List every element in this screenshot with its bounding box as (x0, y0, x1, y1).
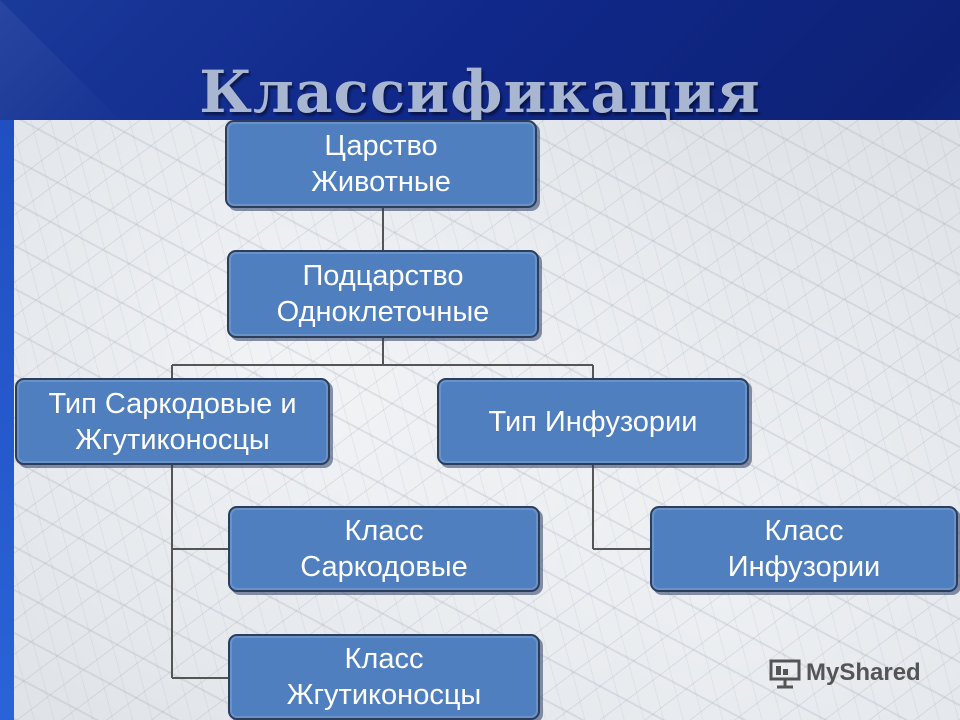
myshared-watermark: MyShared (768, 656, 921, 690)
node-phylum-ciliates: Тип Инфузории (437, 378, 749, 465)
node-class-ciliates-line1: Класс (764, 515, 844, 547)
node-class-ciliates: Класс Инфузории (650, 506, 958, 592)
node-subkingdom-unicellular: Подцарство Одноклеточные (227, 250, 539, 338)
node-subkingdom-line2: Одноклеточные (276, 296, 490, 328)
node-subkingdom-line1: Подцарство (302, 260, 464, 292)
node-class-sarco-line2: Саркодовые (300, 551, 468, 583)
node-class-ciliates-line2: Инфузории (727, 551, 881, 583)
node-class-flag-line2: Жгутиконосцы (286, 679, 482, 711)
node-kingdom-line1: Царство (324, 130, 438, 162)
node-phylum-sarco-line1: Тип Саркодовые и (48, 387, 297, 420)
node-kingdom-animals: Царство Животные (225, 120, 537, 208)
presentation-icon (769, 659, 801, 689)
node-phylum-ciliates-line1: Тип Инфузории (488, 405, 698, 438)
left-accent-strip (0, 120, 14, 720)
node-phylum-sarcodina-flagellates: Тип Саркодовые и Жгутиконосцы (15, 378, 330, 465)
node-class-sarcodina: Класс Саркодовые (228, 506, 540, 592)
node-class-flag-line1: Класс (344, 643, 424, 675)
node-phylum-sarco-line2: Жгутиконосцы (75, 423, 270, 456)
slide-title: Классификация (199, 58, 761, 126)
watermark-text: MyShared (806, 659, 921, 686)
node-kingdom-line2: Животные (311, 166, 451, 198)
node-class-sarco-line1: Класс (344, 515, 424, 547)
node-class-flagellates: Класс Жгутиконосцы (228, 634, 540, 720)
